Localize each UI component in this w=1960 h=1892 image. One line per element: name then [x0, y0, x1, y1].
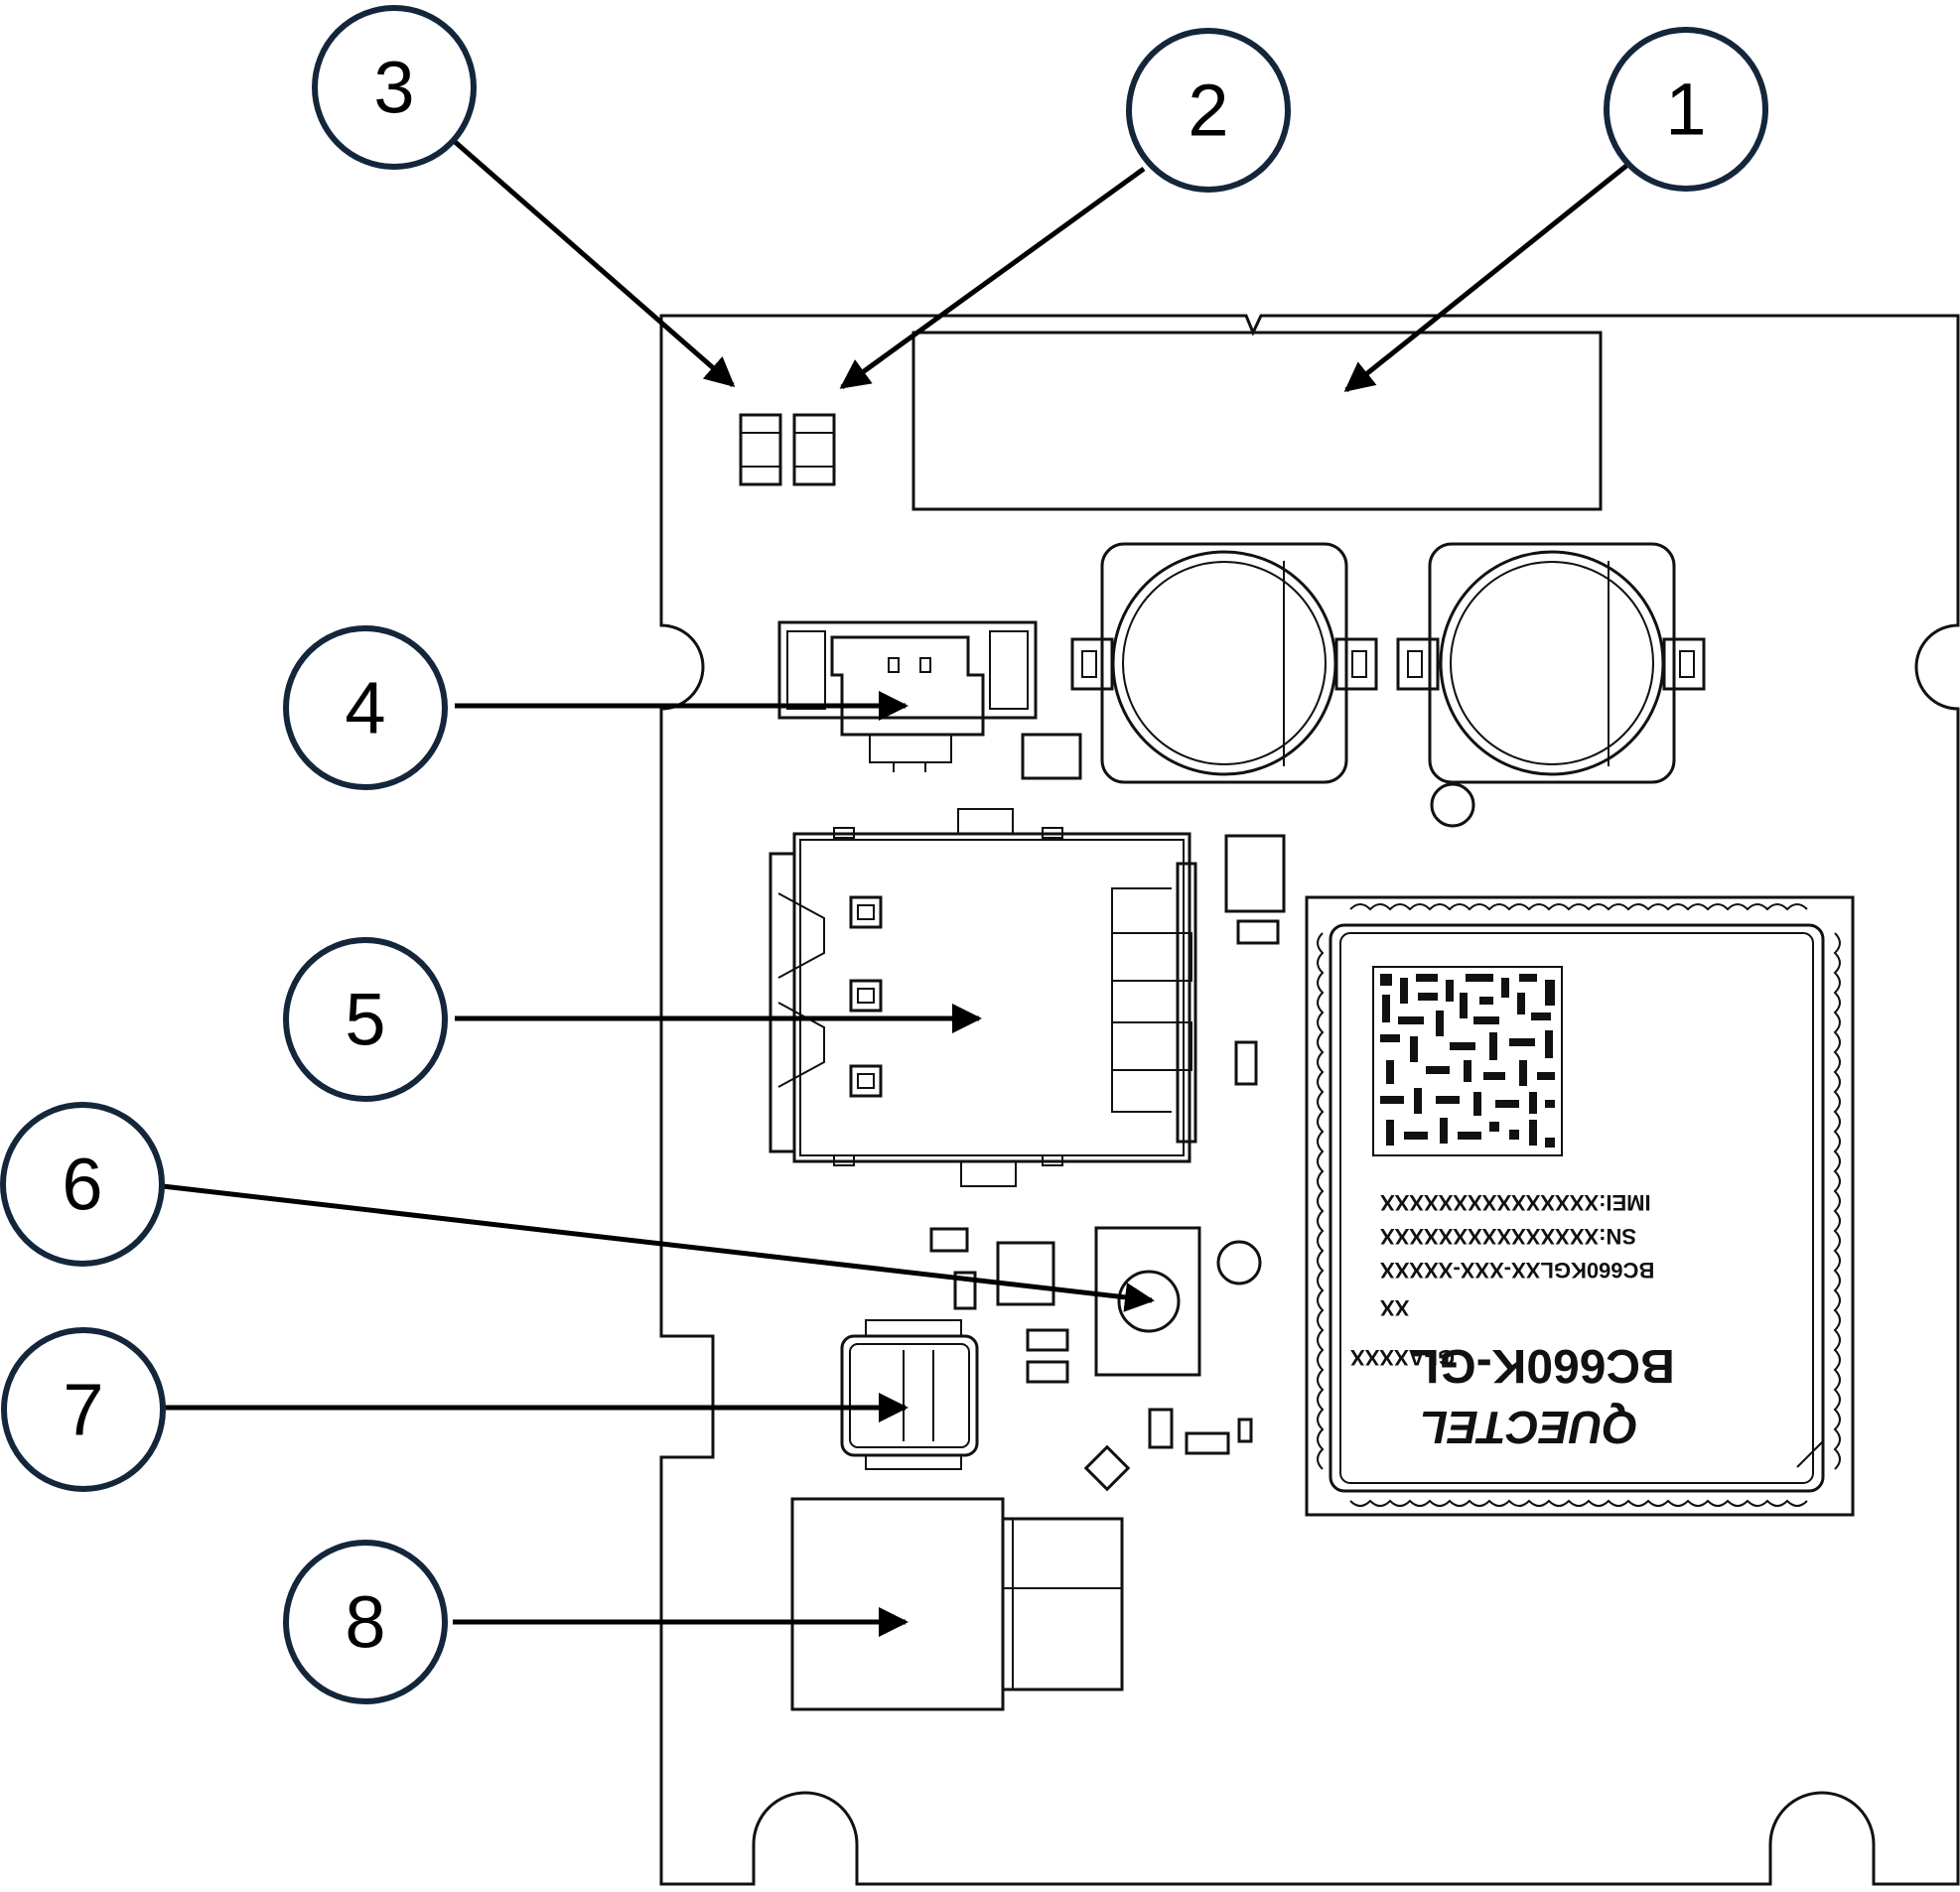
small-component	[1234, 1040, 1258, 1086]
module-line-part: BC660KGLXX-XXX-XXXXX	[1380, 1258, 1655, 1283]
callout-number: 5	[345, 979, 385, 1061]
callout-number: 6	[62, 1144, 102, 1226]
callout-2: 2	[1126, 28, 1291, 193]
led-1	[739, 413, 782, 486]
power-connector	[777, 620, 1038, 772]
callout-5: 5	[283, 937, 448, 1102]
module-line-xx: XX	[1380, 1295, 1410, 1320]
small-component	[1237, 1418, 1253, 1443]
inductor-1	[1070, 542, 1378, 784]
switch-button	[1094, 1226, 1201, 1377]
antenna-connector	[790, 1497, 1124, 1711]
small-component	[1083, 1444, 1131, 1492]
usb-connector	[840, 1319, 979, 1470]
callout-arrow-6	[162, 1183, 1155, 1312]
small-component	[996, 1241, 1055, 1306]
small-component	[1224, 834, 1286, 913]
mount-hole-2	[1216, 1240, 1262, 1285]
callout-3: 3	[312, 5, 477, 170]
small-component	[1021, 733, 1082, 780]
small-component	[1026, 1360, 1069, 1384]
mount-hole-1	[1430, 782, 1475, 828]
module-line-sn: SN:XXXXXXXXXXXXXXX	[1380, 1224, 1636, 1249]
led-2	[792, 413, 836, 486]
callout-4: 4	[283, 625, 448, 790]
sim-card-slot	[769, 808, 1197, 1187]
callout-number: 4	[345, 667, 385, 749]
module-brand: QUECTEL	[1420, 1402, 1638, 1453]
small-component	[1236, 919, 1280, 945]
callout-1: 1	[1604, 27, 1768, 192]
callout-number: 1	[1665, 68, 1706, 151]
module-line-imei: IMEI:XXXXXXXXXXXXXXX	[1380, 1190, 1651, 1215]
inductor-2	[1396, 542, 1706, 784]
callout-number: 8	[345, 1581, 385, 1664]
module	[1305, 895, 1855, 1517]
small-component	[1026, 1328, 1069, 1352]
callout-8: 8	[283, 1540, 448, 1704]
small-component	[1185, 1431, 1230, 1455]
label-area	[911, 331, 1603, 511]
callout-arrow-3	[451, 138, 736, 387]
callout-arrow-1	[1343, 164, 1628, 392]
callout-number: 3	[373, 47, 414, 129]
callout-number: 2	[1188, 69, 1228, 152]
small-component	[1148, 1408, 1174, 1449]
qr-code	[1372, 966, 1563, 1156]
callout-6: 6	[0, 1102, 165, 1267]
board-outline	[659, 314, 1960, 1886]
callout-7: 7	[1, 1327, 166, 1492]
small-component	[929, 1227, 969, 1253]
small-component	[953, 1271, 977, 1310]
callout-number: 7	[63, 1369, 103, 1451]
callout-arrow-2	[839, 166, 1146, 390]
module-model: BC660K-GL	[1410, 1339, 1675, 1392]
module-sub-code: GI-AXXXX	[1350, 1345, 1455, 1370]
